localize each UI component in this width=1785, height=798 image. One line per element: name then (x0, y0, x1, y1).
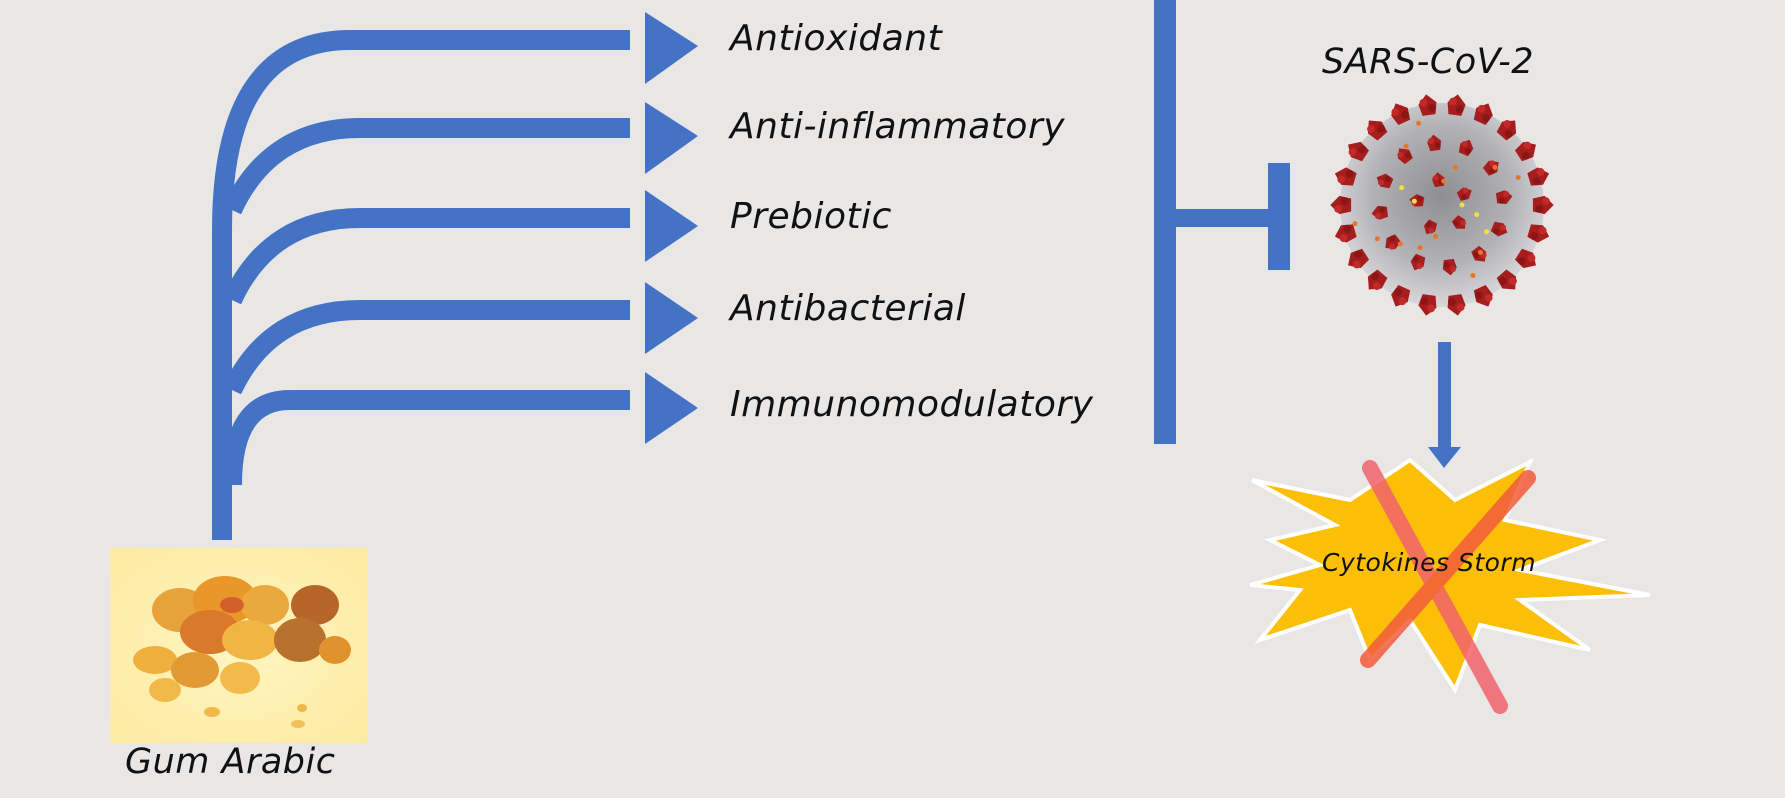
virus-dot (1470, 273, 1476, 278)
virus-spike (1532, 195, 1554, 215)
arrowhead-2 (645, 102, 698, 174)
down-arrow (1428, 342, 1461, 468)
virus-dot (1515, 175, 1521, 180)
arrowhead-5 (645, 372, 698, 444)
virus-title: SARS-CoV-2 (1322, 42, 1534, 82)
gum-arabic-image (110, 548, 368, 743)
arrow-branch-2 (222, 118, 630, 215)
inhibition-bar (1268, 163, 1290, 270)
virus-dot (1484, 229, 1490, 235)
virus-dot (1403, 143, 1409, 149)
virus-dot (1478, 249, 1483, 255)
arrowhead-3 (645, 190, 698, 262)
arrowhead-4 (645, 282, 698, 354)
virus-dot (1374, 236, 1380, 242)
virus-dot (1459, 202, 1465, 208)
virus-dot (1399, 185, 1405, 191)
virus-dot (1492, 164, 1498, 170)
virus-dot (1416, 120, 1422, 126)
arrowheads (645, 12, 698, 444)
effect-label-immunomodulatory: Immunomodulatory (730, 384, 1094, 425)
effect-label-anti-inflammatory: Anti-inflammatory (730, 106, 1066, 147)
virus-dot (1411, 198, 1417, 204)
effect-label-antibacterial: Antibacterial (730, 288, 966, 329)
inhibition-connector (1154, 0, 1290, 444)
branching-arrows (212, 30, 630, 540)
gum-arabic-label: Gum Arabic (125, 742, 336, 782)
virus-dot (1474, 212, 1480, 218)
virus-dot (1417, 245, 1423, 251)
virus-dot (1352, 221, 1358, 227)
inhibition-line (1176, 209, 1270, 227)
virus-spike (1330, 195, 1352, 215)
virus-dot (1397, 241, 1403, 247)
virus-dot (1433, 233, 1439, 239)
blocked-cross (1360, 460, 1536, 714)
bracket-bar (1154, 0, 1176, 444)
cytokine-storm-label: Cytokines Storm (1322, 548, 1537, 577)
arrow-branch-4 (222, 300, 630, 395)
arrowhead-1 (645, 12, 698, 84)
virus-dot (1452, 164, 1458, 170)
effect-label-prebiotic: Prebiotic (730, 196, 892, 237)
arrow-branch-3 (222, 208, 630, 305)
effect-label-antioxidant: Antioxidant (730, 18, 943, 59)
sars-cov-2-virus-image (1330, 93, 1554, 317)
virus-dot (1441, 178, 1447, 184)
arrow-branch-5 (222, 390, 630, 486)
arrow-stem (212, 30, 630, 540)
